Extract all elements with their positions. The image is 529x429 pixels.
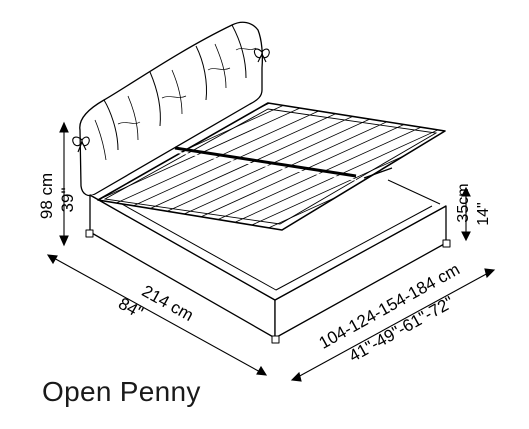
length-dimension-line: [46, 254, 268, 376]
height-cm-label: 98 cm: [37, 173, 56, 219]
height-in-label: 39": [58, 188, 77, 213]
bed-base: [85, 179, 451, 344]
base-height-in-label: 14": [475, 202, 492, 225]
product-title: Open Penny: [42, 376, 201, 407]
width-dimension-line: [290, 268, 496, 382]
bow-ties: [72, 48, 270, 153]
headboard: [79, 21, 264, 197]
height-dimension-line: [59, 121, 69, 247]
base-height-cm-label: 35cm: [455, 183, 472, 222]
lift-piston: [363, 167, 393, 179]
base-height-dimension-line: [461, 186, 471, 242]
